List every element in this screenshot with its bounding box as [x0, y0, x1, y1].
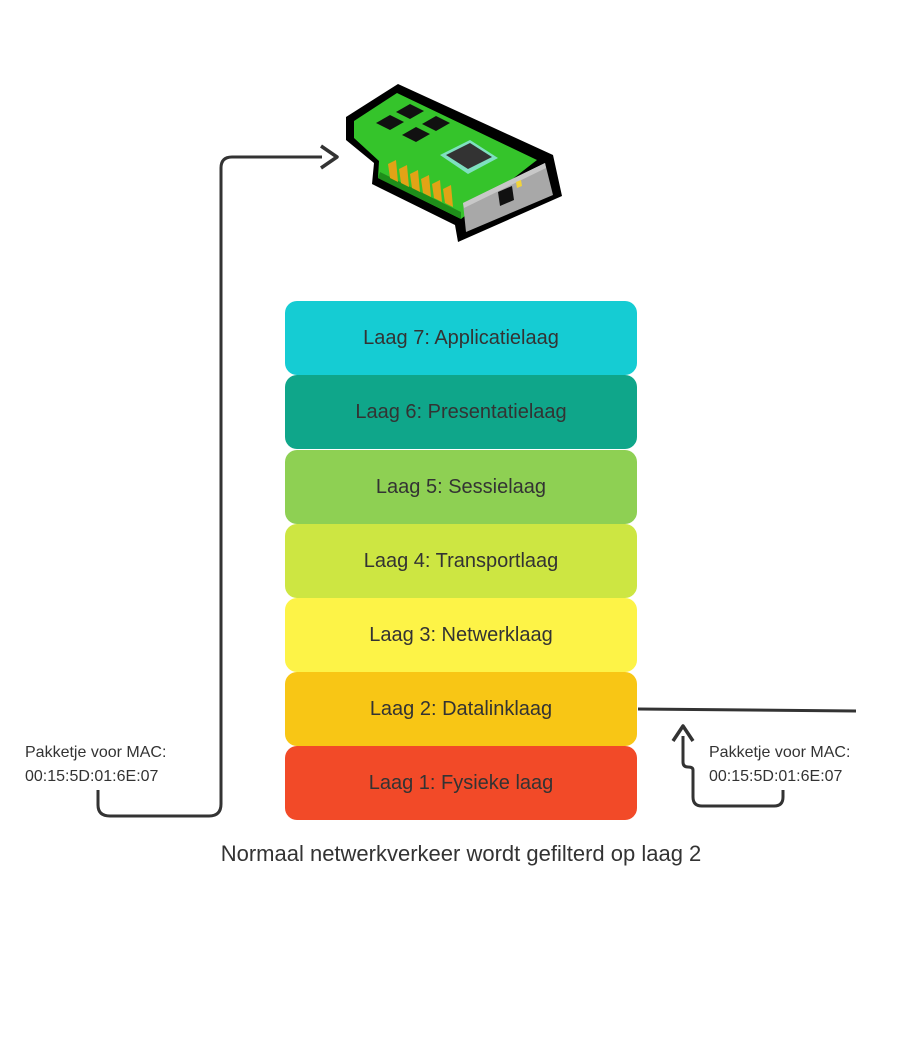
left-packet-label: Pakketje voor MAC: 00:15:5D:01:6E:07: [25, 741, 166, 789]
network-card-icon: [346, 84, 562, 242]
left-packet-line1: Pakketje voor MAC:: [25, 744, 167, 761]
layer-2-box: Laag 2: Datalinklaag: [285, 672, 637, 746]
right-packet-mac: 00:15:5D:01:6E:07: [709, 768, 843, 785]
layer-6-label: Laag 6: Presentatielaag: [355, 400, 567, 423]
layer-7-label: Laag 7: Applicatielaag: [363, 326, 559, 349]
diagram-caption: Normaal netwerkverkeer wordt gefilterd o…: [220, 841, 702, 866]
layer-5-box: Laag 5: Sessielaag: [285, 450, 637, 524]
right-packet-label: Pakketje voor MAC: 00:15:5D:01:6E:07: [709, 741, 850, 789]
incoming-traffic-line: [637, 707, 857, 713]
layer-4-label: Laag 4: Transportlaag: [363, 549, 559, 572]
layer-4-box: Laag 4: Transportlaag: [285, 524, 637, 598]
right-packet-arrow: [671, 724, 785, 808]
layer-5-label: Laag 5: Sessielaag: [375, 475, 547, 498]
layer-2-label: Laag 2: Datalinklaag: [369, 697, 553, 720]
layer-1-label: Laag 1: Fysieke laag: [368, 771, 554, 794]
layer-3-label: Laag 3: Netwerklaag: [369, 623, 553, 646]
layer-7-box: Laag 7: Applicatielaag: [285, 301, 637, 375]
left-packet-arrow: [96, 144, 339, 818]
left-packet-mac: 00:15:5D:01:6E:07: [25, 768, 159, 785]
layer-3-box: Laag 3: Netwerklaag: [285, 598, 637, 672]
right-packet-line1: Pakketje voor MAC:: [709, 744, 851, 761]
layer-1-box: Laag 1: Fysieke laag: [285, 746, 637, 820]
layer-6-box: Laag 6: Presentatielaag: [285, 375, 637, 449]
